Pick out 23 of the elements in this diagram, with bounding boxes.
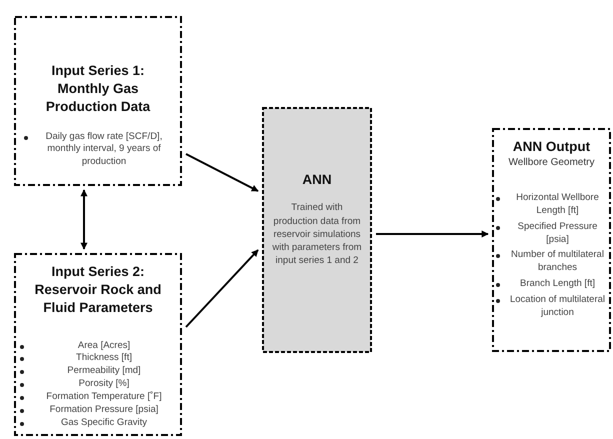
bullet-item: Number of multilateral branches <box>511 249 604 274</box>
subheading: Wellbore Geometry <box>508 157 596 168</box>
arrow <box>376 230 489 238</box>
bullet-item: Formation Pressure [psia] <box>50 404 158 415</box>
bullet-item: Porosity [%] <box>78 378 130 390</box>
bullet-item: Area [Acres] <box>78 340 130 351</box>
box-heading: Input Series 1: Monthly Gas Production Data <box>44 62 152 116</box>
bullet-item: Specified Pressure [psia] <box>518 220 598 245</box>
arrow <box>185 249 259 328</box>
bullet-item: Location of multilateral junction <box>510 294 606 318</box>
bullet-item: Branch Length [ft] <box>520 278 595 290</box>
bullet-item: Thickness [ft] <box>76 352 132 364</box>
arrow <box>80 189 88 250</box>
bullet-item: Gas Specific Gravity <box>60 416 148 428</box>
bullet-item: Horizontal Wellbore Length [ft] <box>516 192 599 216</box>
bullet-item: Daily gas flow rate [SCF/D], monthly interval, 9 years of production <box>46 130 162 168</box>
box-heading: ANN Output <box>512 138 592 156</box>
box-heading: ANN <box>301 171 333 189</box>
bullet-item: Permeability [md] <box>67 365 141 376</box>
arrow <box>186 153 259 192</box>
box-heading: Input Series 2: Reservoir Rock and Fluid Parameters <box>34 263 162 318</box>
description-text: Trained with production data from reservoir simulations with parameters from input series 1 and 2 <box>271 201 363 268</box>
bullet-item: Formation Temperature [˚F] <box>46 390 162 402</box>
